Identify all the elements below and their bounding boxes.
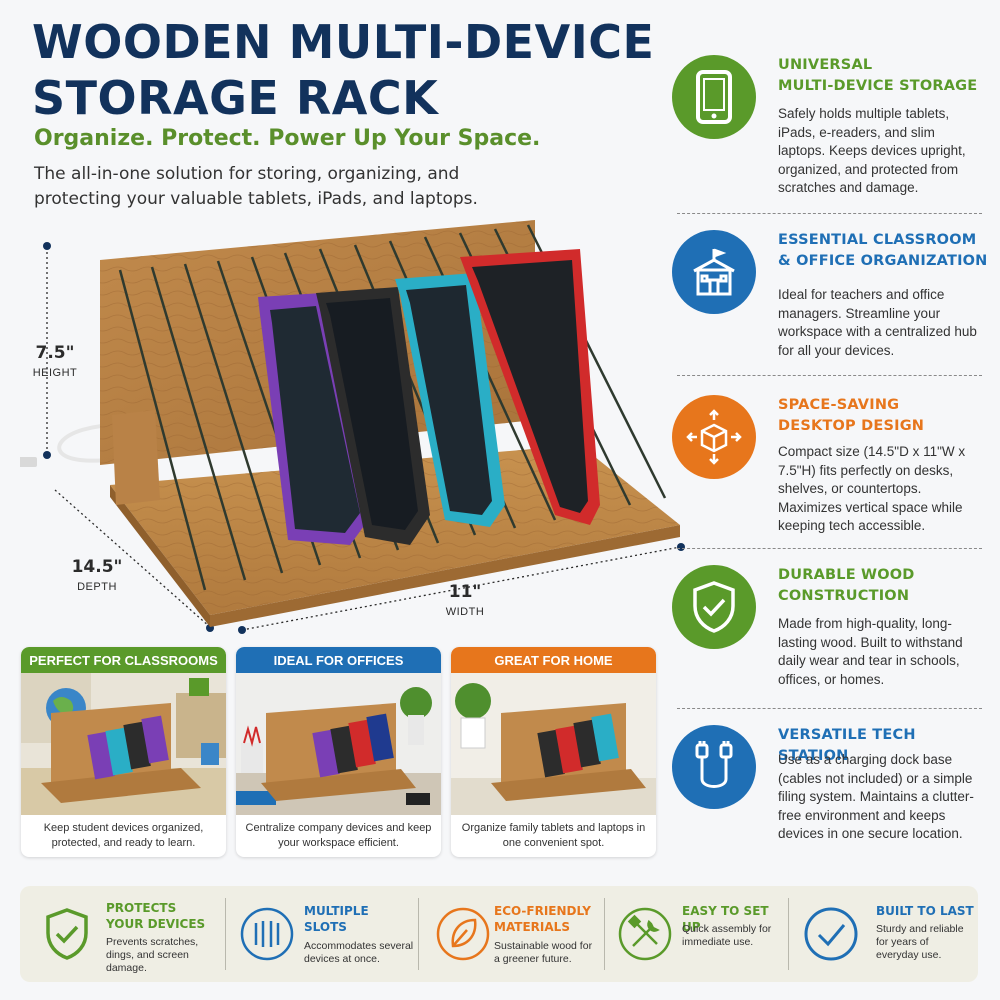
tools-icon — [614, 903, 676, 965]
benefits-strip: PROTECTS YOUR DEVICES Prevents scratches… — [20, 886, 978, 982]
benefit-title: ECO-FRIENDLY MATERIALS — [494, 903, 591, 935]
benefit-title: EASY TO SET UP — [682, 903, 788, 935]
use-card-classrooms: PERFECT FOR CLASSROOMS Keep student devi… — [21, 647, 226, 857]
divider — [677, 708, 982, 709]
home-photo — [451, 673, 656, 815]
benefit-title-line-2: MATERIALS — [494, 920, 570, 934]
benefit-title-line-1: ECO-FRIENDLY — [494, 904, 591, 918]
benefit-easy-setup: EASY TO SET UP Quick assembly for immedi… — [608, 886, 788, 982]
tablet-purple — [258, 293, 372, 545]
feature-title-line-1: UNIVERSAL — [778, 57, 873, 73]
benefit-multiple-slots: MULTIPLE SLOTS Accommodates several devi… — [230, 886, 415, 982]
feature-title-line-2: DESKTOP DESIGN — [778, 418, 925, 434]
benefit-eco-friendly: ECO-FRIENDLY MATERIALS Sustainable wood … — [422, 886, 602, 982]
divider — [604, 898, 605, 970]
feature-description: Compact size (14.5"D x 11"W x 7.5"H) fit… — [778, 444, 966, 533]
feature-title-line-2: MULTI-DEVICE STORAGE — [778, 78, 978, 94]
benefit-description: Sturdy and reliable for years of everyda… — [876, 923, 964, 961]
divider — [677, 375, 982, 376]
benefit-title: BUILT TO LAST — [876, 903, 974, 919]
title-line-1: WOODEN MULTI-DEVICE — [32, 15, 655, 69]
benefit-built-to-last: BUILT TO LAST Sturdy and reliable for ye… — [792, 886, 978, 982]
width-value: 11" — [448, 582, 482, 602]
width-label: WIDTH — [445, 606, 485, 618]
tagline: Organize. Protect. Power Up Your Space. — [34, 126, 541, 151]
use-card-home: GREAT FOR HOME Organize family tablets a… — [451, 647, 656, 857]
tablet-black — [316, 287, 430, 545]
height-dimension: 7.5" HEIGHT — [20, 343, 90, 379]
feature-title-line-1: DURABLE WOOD — [778, 567, 915, 583]
feature-title: VERSATILE TECH STATION — [778, 725, 988, 767]
divider — [225, 898, 226, 970]
side-block — [112, 410, 160, 505]
benefit-description: Sustainable wood for a greener future. — [494, 940, 593, 965]
slots-icon — [236, 903, 298, 965]
storage-rack-drawing — [15, 220, 685, 634]
card-header: GREAT FOR HOME — [451, 647, 656, 673]
feature-description: Use as a charging dock base (cables not … — [778, 752, 974, 841]
classroom-photo — [21, 673, 226, 815]
schoolhouse-icon — [672, 230, 756, 314]
benefit-title-line-1: EASY TO SET UP — [682, 904, 769, 934]
feature-title-line-1: VERSATILE TECH STATION — [778, 727, 916, 764]
usb-plug — [15, 457, 37, 467]
depth-value: 14.5" — [71, 557, 123, 577]
benefit-title: PROTECTS YOUR DEVICES — [106, 900, 205, 932]
card-header: PERFECT FOR CLASSROOMS — [21, 647, 226, 673]
benefit-protects: PROTECTS YOUR DEVICES Prevents scratches… — [20, 886, 210, 982]
charging-cable-icon — [672, 725, 756, 809]
feature-title-line-1: ESSENTIAL CLASSROOM — [778, 232, 977, 248]
card-header: IDEAL FOR OFFICES — [236, 647, 441, 673]
height-label: HEIGHT — [32, 367, 78, 379]
cube-arrows-icon — [672, 395, 756, 479]
benefit-title-line-1: PROTECTS — [106, 901, 177, 915]
feature-title: UNIVERSAL MULTI-DEVICE STORAGE — [778, 55, 988, 97]
benefit-title-line-1: BUILT TO LAST — [876, 904, 974, 918]
feature-title: SPACE-SAVING DESKTOP DESIGN — [778, 395, 988, 437]
feature-title-line-2: CONSTRUCTION — [778, 588, 910, 604]
leaf-icon — [432, 903, 494, 965]
shield-check-icon — [672, 565, 756, 649]
feature-description: Safely holds multiple tablets, iPads, e-… — [778, 106, 966, 195]
feature-title-line-1: SPACE-SAVING — [778, 397, 900, 413]
depth-dimension: 14.5" DEPTH — [62, 557, 132, 593]
dimension-lines — [46, 247, 681, 631]
benefit-title-line-1: MULTIPLE — [304, 904, 369, 918]
shield-check-icon — [36, 903, 98, 965]
page-title: WOODEN MULTI-DEVICE STORAGE RACK — [32, 14, 672, 126]
feature-description: Made from high-quality, long-lasting woo… — [778, 616, 963, 687]
product-illustration: 7.5" HEIGHT 14.5" DEPTH 11" WIDTH — [15, 215, 710, 635]
divider — [788, 898, 789, 970]
feature-title: ESSENTIAL CLASSROOM & OFFICE ORGANIZATIO… — [778, 230, 988, 272]
depth-label: DEPTH — [77, 581, 117, 593]
office-photo — [236, 673, 441, 815]
benefit-title: MULTIPLE SLOTS — [304, 903, 369, 935]
height-value: 7.5" — [35, 343, 75, 363]
feature-title-line-2: & OFFICE ORGANIZATION — [778, 253, 988, 269]
use-card-offices: IDEAL FOR OFFICES Centralize company dev… — [236, 647, 441, 857]
benefit-description: Prevents scratches, dings, and screen da… — [106, 936, 199, 974]
tablet-icon — [672, 55, 756, 139]
tablet-red — [460, 249, 600, 525]
feature-title: DURABLE WOOD CONSTRUCTION — [778, 565, 988, 607]
benefit-title-line-2: YOUR DEVICES — [106, 917, 206, 931]
feature-description: Ideal for teachers and office managers. … — [778, 287, 977, 358]
divider — [677, 213, 982, 214]
checkmark-circle-icon — [800, 903, 862, 965]
card-caption: Organize family tablets and laptops in o… — [461, 822, 646, 849]
divider — [418, 898, 419, 970]
tablet-teal — [395, 273, 505, 527]
benefit-description: Quick assembly for immediate use. — [682, 923, 772, 948]
width-dimension: 11" WIDTH — [430, 582, 500, 618]
benefit-description: Accommodates several devices at once. — [304, 940, 414, 965]
title-line-2: STORAGE RACK — [32, 71, 439, 125]
benefit-title-line-2: SLOTS — [304, 920, 347, 934]
divider — [677, 548, 982, 549]
card-caption: Centralize company devices and keep your… — [245, 822, 432, 849]
intro-text: The all-in-one solution for storing, org… — [34, 164, 478, 209]
card-caption: Keep student devices organized, protecte… — [43, 822, 204, 849]
